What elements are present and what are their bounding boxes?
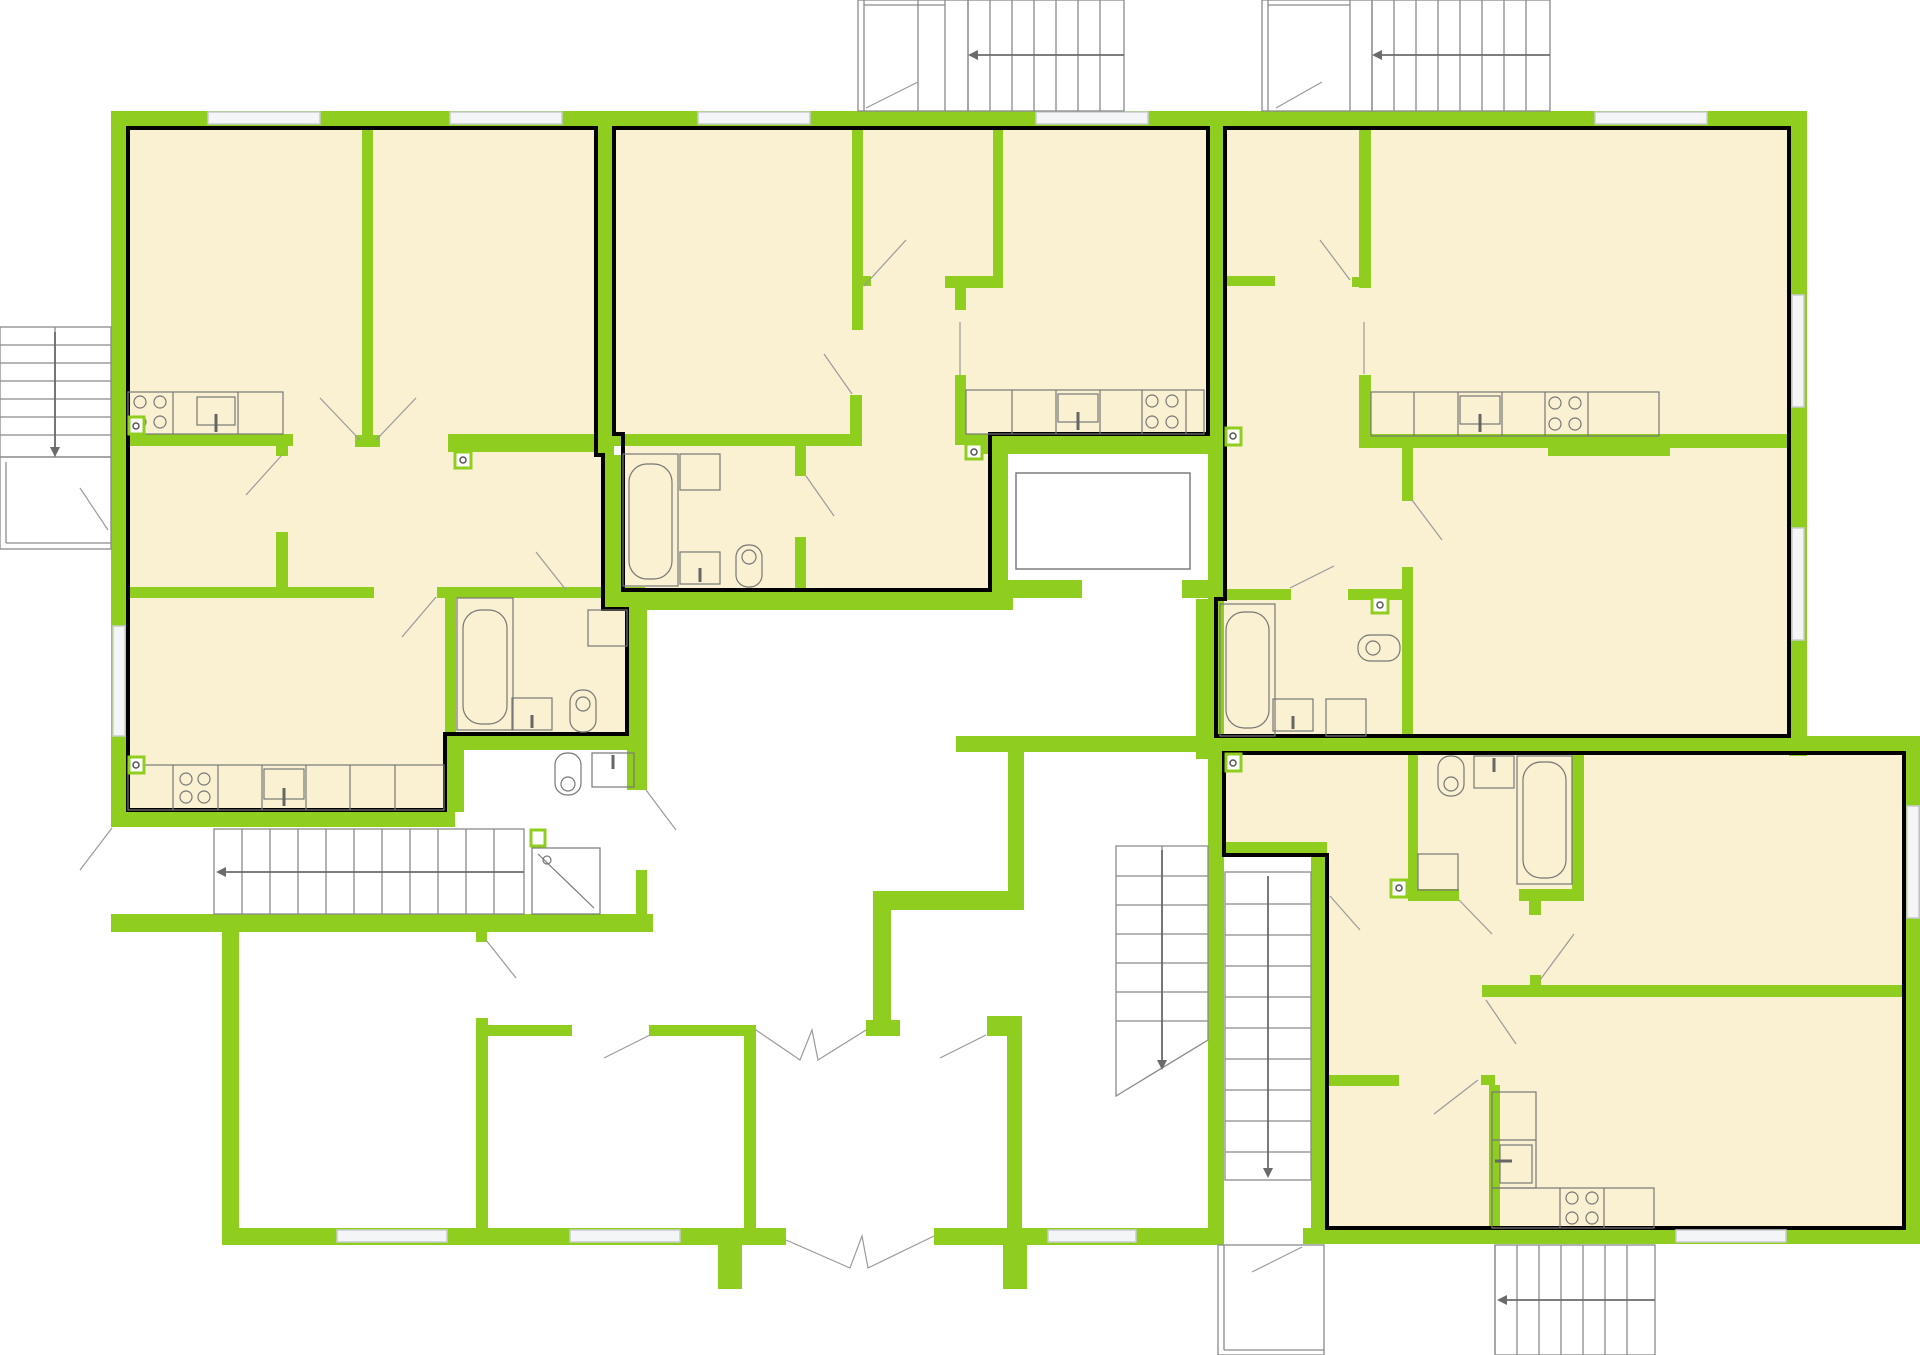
- window-icon: [449, 111, 563, 125]
- wall-outlet-icon: [1224, 752, 1243, 773]
- window-icon: [569, 1229, 681, 1243]
- window-icon: [207, 111, 321, 125]
- sink-icon: [1057, 393, 1099, 430]
- door-swing-icon: [1485, 999, 1517, 1045]
- door-swing-icon: [1411, 499, 1443, 541]
- wall-outlet-icon: [1224, 426, 1243, 447]
- wall-outlet-icon: [127, 755, 146, 775]
- kitchen-northwest: [127, 391, 284, 435]
- stair-icon: [1115, 845, 1209, 1098]
- door-swing-icon: [603, 1034, 651, 1059]
- window-icon: [697, 111, 811, 125]
- door-swing-icon: [319, 397, 361, 441]
- apartment-north-center[interactable]: [614, 128, 1208, 590]
- stove-icon: [133, 395, 167, 429]
- interior-stairs: [213, 828, 1312, 1181]
- sink-icon: [1459, 395, 1501, 432]
- windows: [112, 111, 1920, 1243]
- door-swing-icon: [1319, 239, 1351, 281]
- shower-icon: [531, 847, 601, 915]
- walls: [111, 111, 1920, 1289]
- stove-icon: [1565, 1191, 1599, 1225]
- door-swing-icon: [645, 789, 677, 831]
- bathtub-icon: [1516, 755, 1573, 885]
- window-icon: [1675, 1229, 1787, 1243]
- door-swing-icon: [823, 353, 853, 395]
- door-swing-icon: [863, 239, 907, 287]
- door-swing-icon: [785, 1233, 935, 1269]
- window-icon: [1594, 111, 1708, 125]
- wall-outlet-icon: [127, 415, 146, 436]
- door-swing-icon: [1289, 565, 1335, 589]
- stair-icon: [1217, 1244, 1656, 1355]
- apartment-northwest[interactable]: [128, 128, 627, 810]
- door-swing-icon: [1433, 1079, 1479, 1115]
- sink-icon: [263, 768, 305, 806]
- door-swing-icon: [755, 1027, 867, 1061]
- door-swing-icon: [1329, 895, 1361, 931]
- wall-outlet-icon: [1389, 878, 1409, 899]
- stove-icon: [1548, 396, 1582, 431]
- elevator-icon: [1015, 472, 1191, 570]
- stair-icon: [213, 828, 525, 915]
- kitchen-north-center: [965, 389, 1205, 435]
- bathtub-icon: [622, 453, 679, 587]
- toilet-icon: [1357, 634, 1401, 662]
- door-swing-icon: [375, 397, 417, 441]
- window-icon: [1035, 111, 1149, 125]
- door-swing-icon: [805, 475, 835, 517]
- door-swings: [79, 239, 1575, 1269]
- window-icon: [112, 625, 126, 737]
- kitchens: [127, 389, 1660, 1229]
- window-icon: [1047, 1229, 1137, 1243]
- window-icon: [336, 1229, 448, 1243]
- stair-icon: [1224, 871, 1312, 1181]
- wall-outlet-icon: [453, 450, 473, 470]
- toilet-icon: [569, 689, 597, 733]
- door-swing-icon: [1539, 933, 1575, 981]
- kitchen-northeast: [1370, 391, 1660, 437]
- door-swing-icon: [79, 827, 113, 871]
- stair-icon: [1261, 0, 1551, 112]
- window-icon: [1906, 805, 1920, 919]
- door-swing-icon: [401, 596, 437, 638]
- wall-outlet-icon: [964, 442, 984, 461]
- window-icon: [1791, 294, 1805, 408]
- stove-icon: [1145, 394, 1179, 429]
- door-swing-icon: [1458, 899, 1493, 935]
- kitchen-southeast: [1491, 1091, 1655, 1229]
- bathtub-icon: [456, 597, 514, 731]
- stair-icon: [857, 0, 1125, 112]
- door-swing-icon: [245, 454, 283, 496]
- wall-outlet-icon: [1370, 595, 1390, 615]
- stove-icon: [179, 772, 211, 804]
- wall-outlets: [127, 415, 1409, 899]
- toilet-icon: [735, 544, 763, 588]
- stair-icon: [0, 326, 112, 550]
- sink-icon: [196, 396, 236, 432]
- exterior-stairs: [0, 0, 1656, 1355]
- door-swing-icon: [535, 551, 567, 591]
- toilet-icon: [554, 752, 582, 796]
- toilet-icon: [1437, 755, 1465, 797]
- bathtub-icon: [1219, 603, 1276, 737]
- window-icon: [1791, 527, 1805, 641]
- kitchen-northwest-lower: [127, 764, 445, 811]
- door-swing-icon: [485, 939, 517, 979]
- door-swing-icon: [939, 1034, 987, 1059]
- bathrooms: [456, 453, 1573, 915]
